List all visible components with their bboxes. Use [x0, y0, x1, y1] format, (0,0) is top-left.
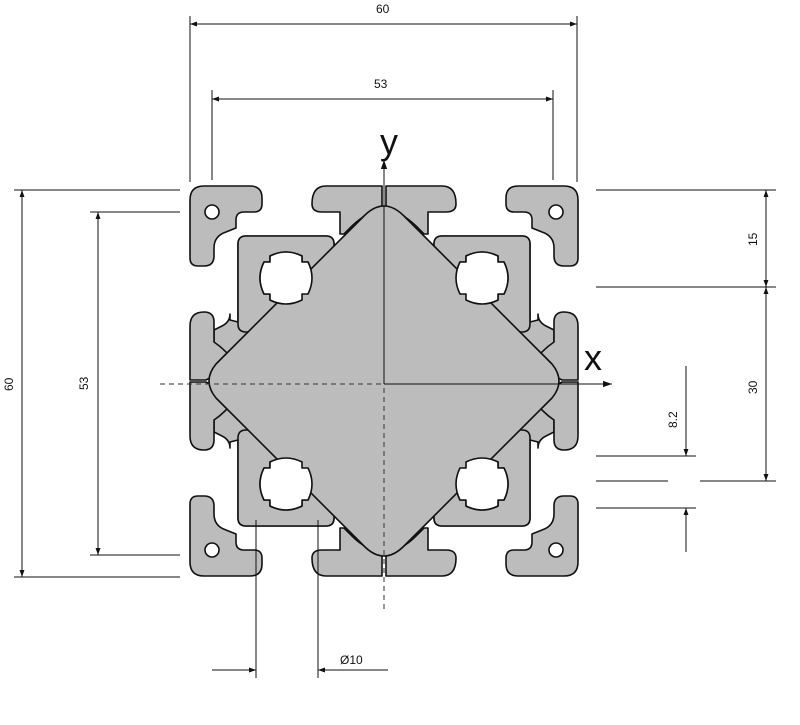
x-axis-label: x [584, 337, 602, 378]
y-axis-label: y [380, 121, 398, 162]
slot-to-center-label: 30 [746, 380, 760, 394]
axis-lines: y x [160, 121, 612, 612]
slot-opening-label: 8.2 [666, 411, 680, 428]
left-dimensions: 60 53 [2, 189, 180, 578]
bottom-dimensions: Ø10 [212, 520, 388, 678]
overall-height-label: 60 [2, 377, 16, 391]
top-dimensions: 60 53 [189, 2, 578, 182]
core-holes [259, 251, 509, 511]
edge-to-slot-label: 15 [746, 232, 760, 246]
slot-width-label: 53 [374, 77, 388, 91]
slot-height-label: 53 [77, 376, 91, 390]
core-hole-diameter-label: Ø10 [340, 653, 363, 667]
overall-width-label: 60 [376, 2, 390, 16]
right-dimensions: 15 30 8.2 [596, 189, 776, 552]
